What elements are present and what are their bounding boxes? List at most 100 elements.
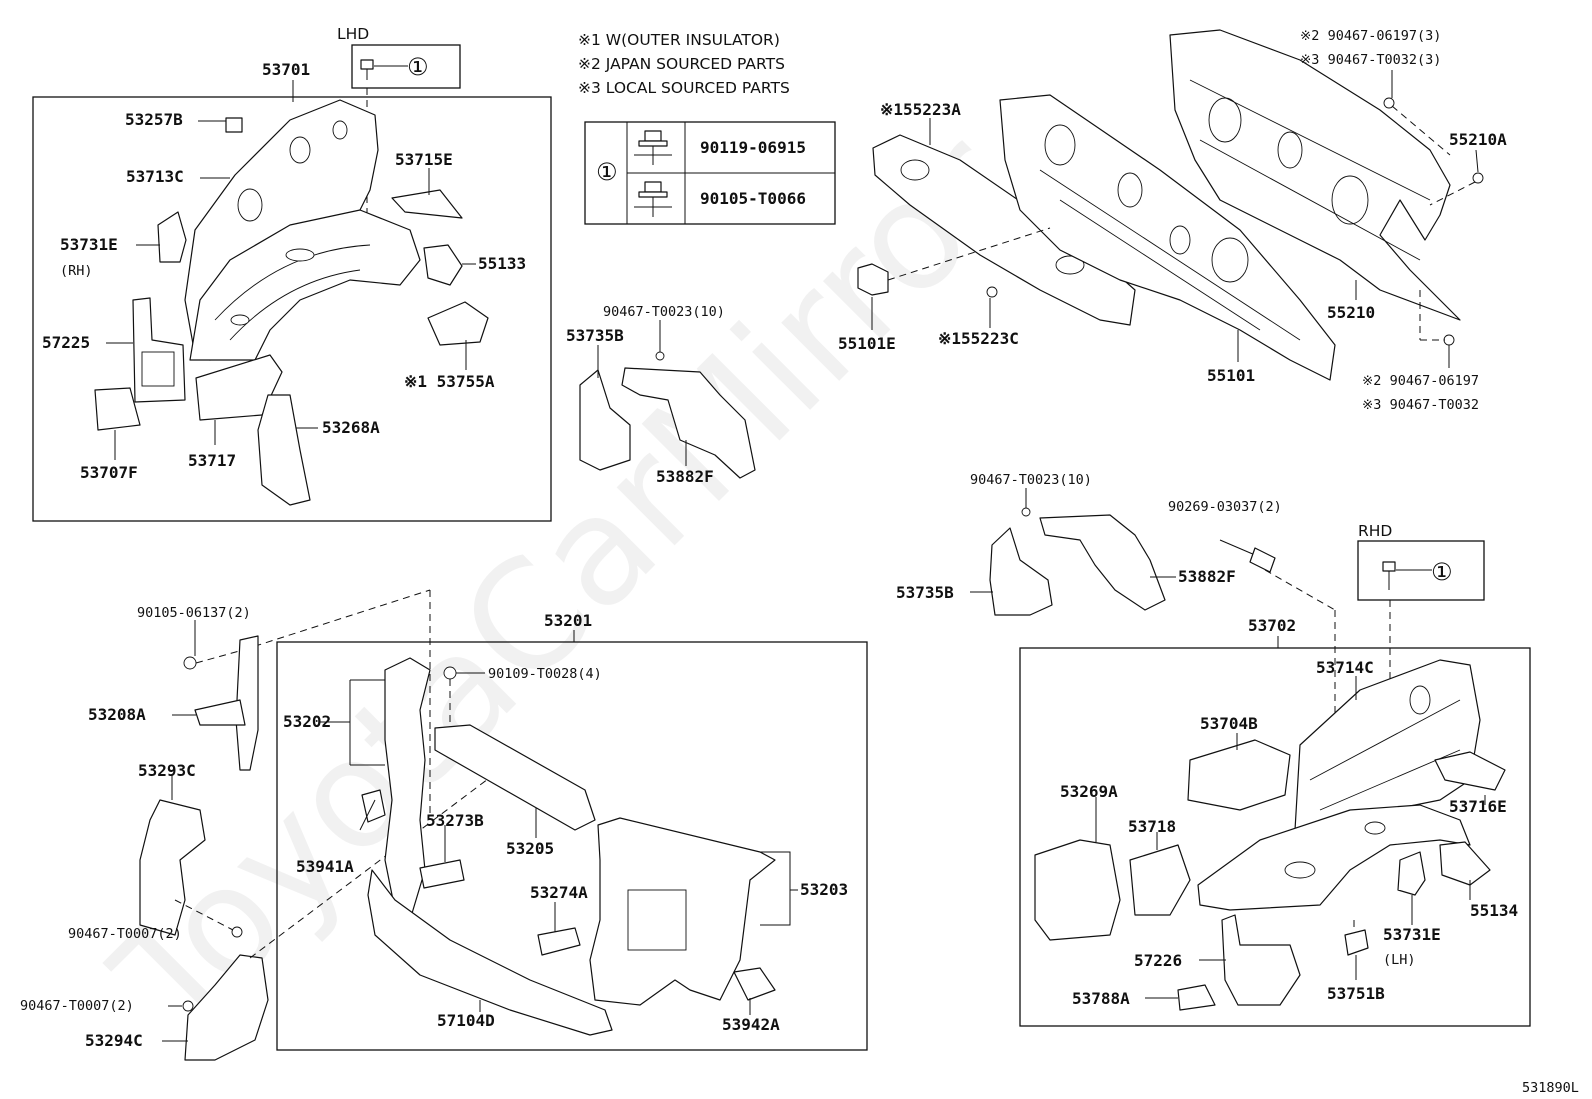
label-53731e-rhd: 53731E [1383, 925, 1441, 944]
label-53731e: 53731E [60, 235, 118, 254]
radiator-support-group: 53201 90109-T0028(4) 53202 53273B 53205 … [276, 611, 868, 1051]
label-note3-bolt-a: ※3 90467-T0032(3) [1300, 52, 1441, 68]
part-53704b [1187, 739, 1291, 811]
part-53755a [427, 301, 489, 346]
shield-53293c [139, 799, 206, 936]
dash-panel-group: ※155223A 55101E ※155223C 55101 55210 552… [838, 28, 1507, 413]
label-53702: 53702 [1248, 616, 1296, 635]
bolt-90105-06137 [183, 656, 197, 670]
label-53268a: 53268A [322, 418, 380, 437]
label-note3-bolt-b: ※3 90467-T0032 [1362, 397, 1479, 413]
label-57104d: 57104D [437, 1011, 495, 1030]
grommet-55101e [857, 263, 889, 296]
dash-panel-55210 [1169, 29, 1461, 321]
bolt-table: ① 90119-06915 90105-T0066 [584, 121, 836, 225]
label-53788a: 53788A [1072, 989, 1130, 1008]
label-53942a: 53942A [722, 1015, 780, 1034]
label-53716e: 53716E [1449, 797, 1507, 816]
bolt-icon-2 [634, 181, 672, 217]
label-53718: 53718 [1128, 817, 1176, 836]
footer-code: 531890L [1522, 1080, 1579, 1096]
note-1: ※1 W(OUTER INSULATOR) [578, 31, 780, 49]
label-note2-bolt-a: ※2 90467-06197(3) [1300, 28, 1441, 44]
label-53941a: 53941A [296, 857, 354, 876]
label-90467-t0023-a: 90467-T0023(10) [603, 304, 725, 320]
label-53205: 53205 [506, 839, 554, 858]
dash-panel-55101 [999, 94, 1336, 381]
lhd-symbol: ① [407, 53, 429, 81]
label-note2-bolt-b: ※2 90467-06197 [1362, 373, 1479, 389]
label-53713c: 53713C [126, 167, 184, 186]
label-53751b: 53751B [1327, 984, 1385, 1003]
part-53257b [225, 117, 243, 133]
label-rh: (RH) [60, 263, 93, 279]
label-55223a: ※155223A [880, 100, 961, 119]
label-53704b: 53704B [1200, 714, 1258, 733]
label-53257b: 53257B [125, 110, 183, 129]
clip-90269-03037 [1249, 547, 1276, 573]
part-55133 [423, 244, 463, 286]
label-53735b-b: 53735B [896, 583, 954, 602]
label-53202: 53202 [283, 712, 331, 731]
part-53707f [94, 387, 141, 431]
wheel-apron-rhd [1197, 804, 1471, 911]
part-53731e-rhd [1397, 851, 1426, 896]
part-53717 [195, 354, 283, 421]
label-53701: 53701 [262, 60, 310, 79]
part-53731e [157, 211, 187, 263]
part-53718 [1129, 844, 1191, 916]
insulator-53882f [621, 367, 756, 479]
lhd-apron-group: LHD ① [32, 25, 552, 522]
label-53293c: 53293C [138, 761, 196, 780]
label-53294c: 53294C [85, 1031, 143, 1050]
notes: ※1 W(OUTER INSULATOR) ※2 JAPAN SOURCED P… [578, 31, 790, 97]
label-53274a: 53274A [530, 883, 588, 902]
part-53715e [391, 189, 463, 219]
part-53716e [1434, 751, 1506, 791]
label-53269a: 53269A [1060, 782, 1118, 801]
label-55210: 55210 [1327, 303, 1375, 322]
left-loose-parts: 90105-06137(2) 53208A 53293C 90467-T0007… [20, 589, 501, 1061]
bolt-icon-rhd [1382, 561, 1432, 590]
label-53203: 53203 [800, 880, 848, 899]
lhd-title: LHD [337, 25, 369, 43]
bracket-53274a [537, 927, 581, 956]
label-90467-t0007-a: 90467-T0007(2) [68, 926, 182, 942]
rhd-title: RHD [1358, 522, 1392, 540]
label-55223c: ※155223C [938, 329, 1019, 348]
insulator-group-rhd: 90467-T0023(10) 90269-03037(2) 53735B 53… [896, 472, 1336, 720]
label-53707f: 53707F [80, 463, 138, 482]
bracket-53942a [733, 967, 776, 1001]
part-53269a [1034, 839, 1121, 941]
insulator-group-top: 90467-T0023(10) 53735B 53882F [566, 304, 756, 486]
label-53882f-b: 53882F [1178, 567, 1236, 586]
insulator-55223a [872, 134, 1136, 326]
bracket-53208a [194, 699, 246, 726]
label-55101: 55101 [1207, 366, 1255, 385]
rhd-symbol: ① [1431, 558, 1453, 586]
bolt-table-symbol: ① [596, 158, 618, 186]
crossmember-57104d [367, 869, 613, 1036]
bolt-icon-1 [634, 130, 672, 165]
label-90105-06137: 90105-06137(2) [137, 605, 251, 621]
label-53714c: 53714C [1316, 658, 1374, 677]
part-53788a [1177, 984, 1216, 1011]
bolt-icon [360, 59, 408, 80]
label-90467-t0007-b: 90467-T0007(2) [20, 998, 134, 1014]
label-57225: 57225 [42, 333, 90, 352]
bolt-table-part-1: 90119-06915 [700, 138, 806, 157]
part-53268a [257, 394, 311, 506]
insulator-53882f-rhd [1039, 514, 1166, 611]
note-3: ※3 LOCAL SOURCED PARTS [578, 79, 790, 97]
label-53755a: ※1 53755A [404, 372, 495, 391]
label-57226: 57226 [1134, 951, 1182, 970]
label-90109-t0028: 90109-T0028(4) [488, 666, 602, 682]
label-55101e: 55101E [838, 334, 896, 353]
part-57226 [1221, 914, 1301, 1006]
label-53273b: 53273B [426, 811, 484, 830]
label-53882f-a: 53882F [656, 467, 714, 486]
label-lh: (LH) [1383, 952, 1416, 968]
label-90269-03037: 90269-03037(2) [1168, 499, 1282, 515]
label-53735b-a: 53735B [566, 326, 624, 345]
